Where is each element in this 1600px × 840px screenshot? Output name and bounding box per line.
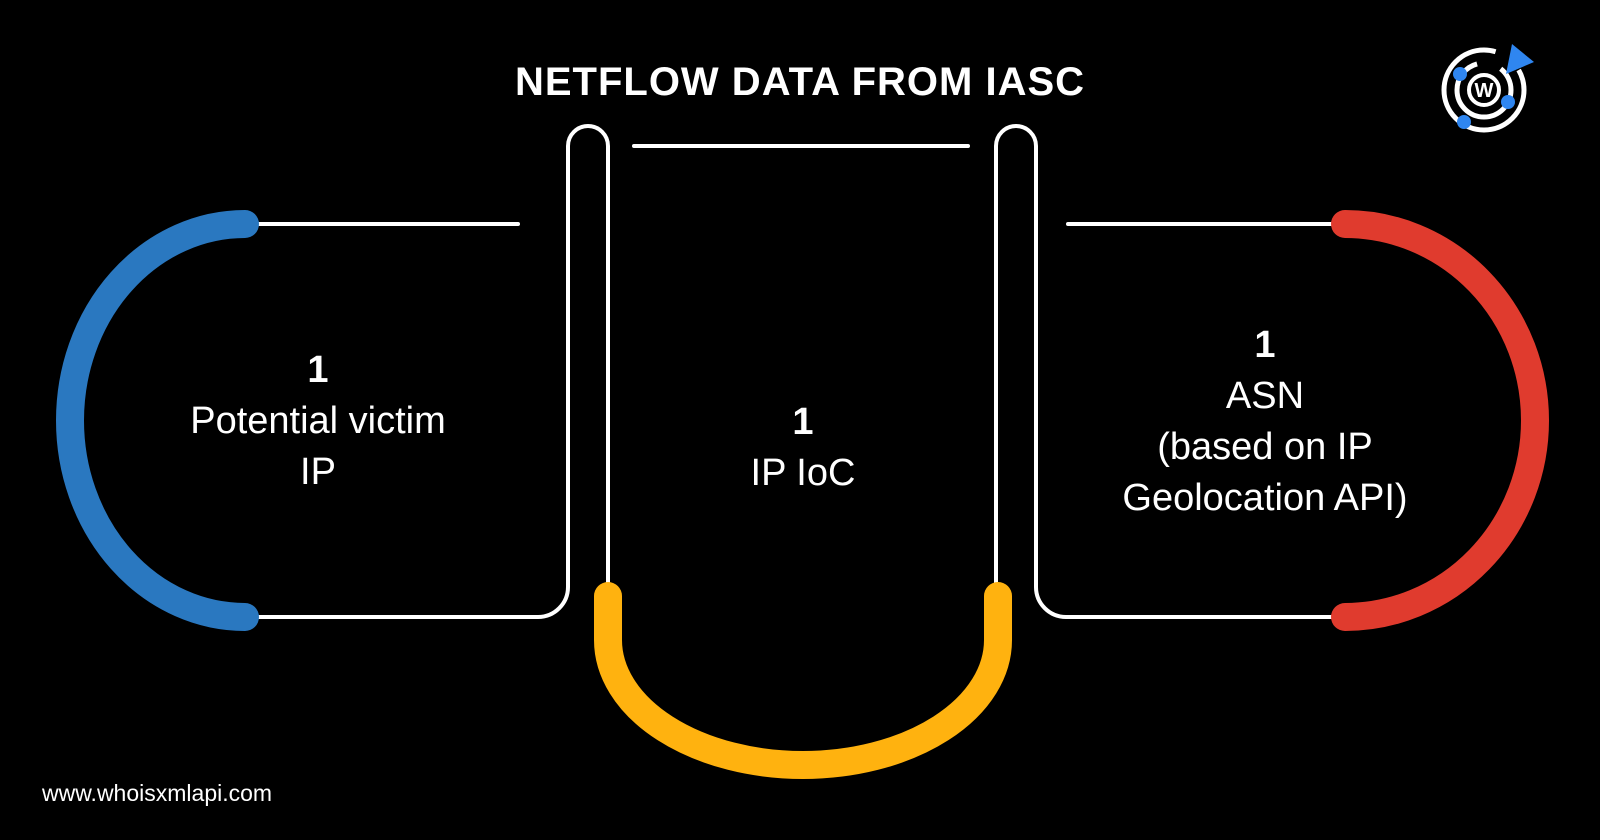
page-title: NETFLOW DATA FROM IASC bbox=[514, 60, 1086, 104]
left-bottom-connector bbox=[243, 124, 610, 619]
right-connector bbox=[994, 124, 1347, 619]
asn-block: 1 ASN (based on IP Geolocation API) bbox=[1055, 320, 1475, 524]
victim-ip-block: 1 Potential victim IP bbox=[108, 345, 528, 498]
blue-arc bbox=[56, 210, 259, 631]
victim-ip-count: 1 bbox=[307, 349, 329, 391]
asn-label-2: (based on IP bbox=[1157, 426, 1373, 468]
website-url: www.whoisxmlapi.com bbox=[42, 780, 273, 806]
victim-ip-label-2: IP bbox=[300, 451, 336, 493]
ip-ioc-count: 1 bbox=[792, 401, 814, 443]
ip-ioc-label: IP IoC bbox=[750, 452, 856, 494]
red-arc bbox=[1331, 210, 1549, 631]
asn-label: ASN bbox=[1225, 375, 1305, 417]
whoisxmlapi-logo-icon: W bbox=[1441, 44, 1534, 133]
asn-label-3: Geolocation API) bbox=[1122, 477, 1408, 519]
ip-ioc-block: 1 IP IoC bbox=[593, 397, 1013, 499]
victim-ip-label: Potential victim bbox=[190, 400, 446, 442]
svg-text:W: W bbox=[1475, 80, 1494, 102]
asn-count: 1 bbox=[1254, 324, 1276, 366]
yellow-arc bbox=[594, 582, 1012, 779]
